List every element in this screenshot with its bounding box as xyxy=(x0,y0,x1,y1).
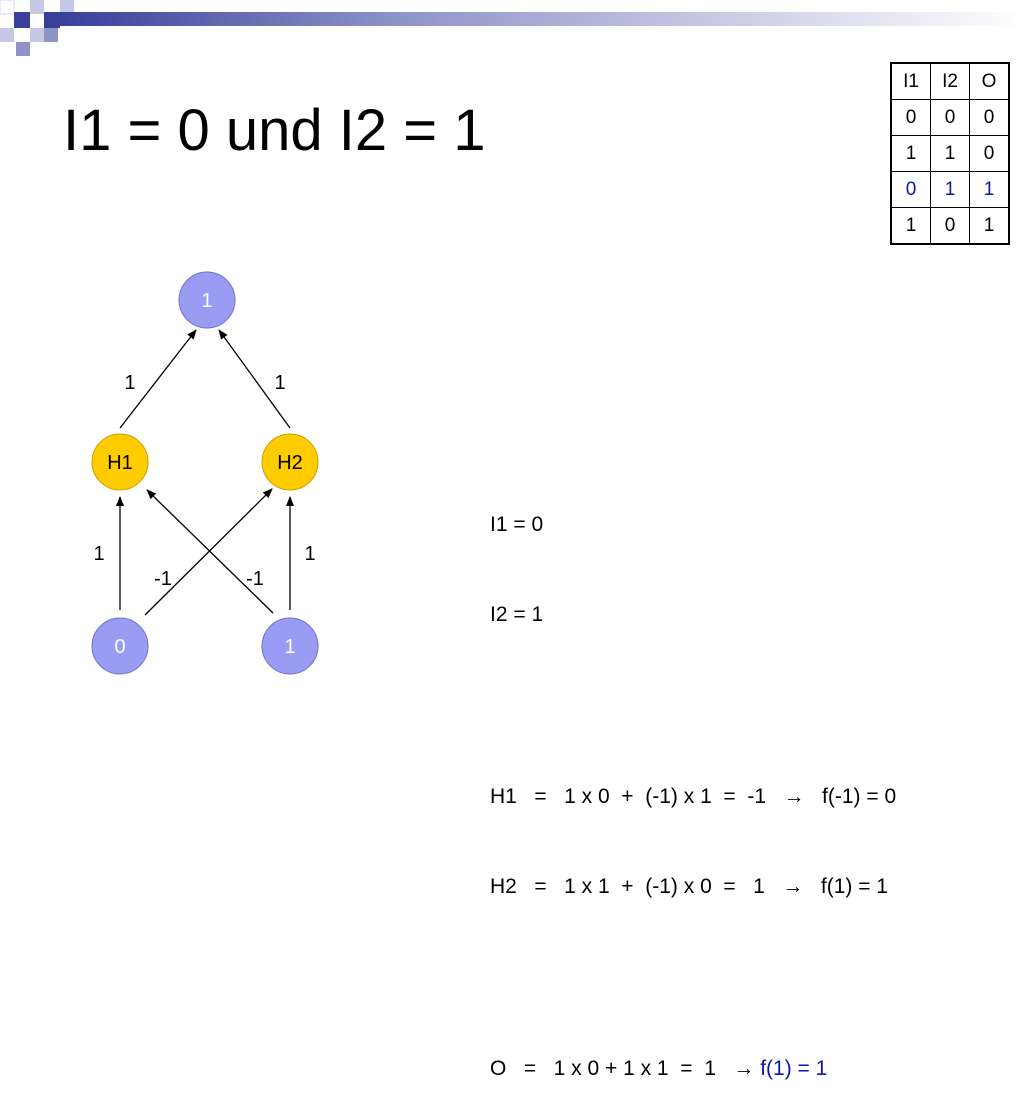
spacer xyxy=(490,690,896,722)
calc-i2-line: I2 = 1 xyxy=(490,603,544,626)
calc-h1-line: H1 = 1 x 0 + (-1) x 1 = -1 → f(-1) = 0 xyxy=(490,785,897,808)
truth-table-header: I2 xyxy=(930,62,970,100)
node-h2-label: H2 xyxy=(277,452,303,474)
calc-h2-line: H2 = 1 x 1 + (-1) x 0 = 1 → f(1) = 1 xyxy=(490,875,888,898)
edge-i1-h2 xyxy=(144,488,273,616)
weight-label-i2-h1: -1 xyxy=(154,568,172,590)
header-band xyxy=(60,12,1024,26)
deco-square xyxy=(0,0,15,15)
slide-title: I1 = 0 und I2 = 1 xyxy=(63,98,486,163)
truth-table-row: 0 0 0 xyxy=(890,99,1010,136)
edge-i2-h1 xyxy=(146,489,274,614)
deco-square xyxy=(14,12,30,28)
deco-square xyxy=(30,28,44,42)
node-h1 xyxy=(91,433,149,491)
truth-table-header-row: I1 I2 O xyxy=(890,62,1010,100)
node-i2 xyxy=(261,617,319,675)
node-i1 xyxy=(91,617,149,675)
deco-square xyxy=(0,28,14,42)
node-h2 xyxy=(261,433,319,491)
calc-output-result: f(1) = 1 xyxy=(760,1057,828,1080)
truth-table-cell: 1 xyxy=(890,207,931,245)
truth-table-cell: 0 xyxy=(930,99,970,136)
truth-table-cell: 0 xyxy=(969,135,1010,172)
truth-table-cell: 1 xyxy=(969,207,1010,245)
edge-h2-output xyxy=(218,329,291,429)
truth-table-cell: 1 xyxy=(930,171,970,208)
neural-network-diagram: 1 1 1 1 -1 -1 1 H1 H2 0 1 xyxy=(91,271,319,675)
calc-i1-line: I1 = 0 xyxy=(490,513,544,536)
node-output-label: 1 xyxy=(201,290,212,312)
node-i2-label: 1 xyxy=(284,636,295,658)
calc-output-expression: O = 1 x 0 + 1 x 1 = 1 → xyxy=(490,1057,761,1080)
truth-table-cell: 0 xyxy=(969,99,1010,136)
weight-label-i1-h1: 1 xyxy=(93,543,104,565)
truth-table-header: I1 xyxy=(890,62,931,100)
edge-h1-output xyxy=(119,329,197,429)
weight-label-h2-output: 1 xyxy=(274,372,285,394)
truth-table-header: O xyxy=(969,62,1010,100)
truth-table-row-highlighted: 0 1 1 xyxy=(890,171,1010,208)
truth-table: I1 I2 O 0 0 0 1 1 0 0 1 1 1 0 1 xyxy=(890,62,1010,245)
truth-table-row: 1 1 0 xyxy=(890,135,1010,172)
truth-table-cell: 1 xyxy=(890,135,931,172)
deco-square xyxy=(44,12,60,28)
calc-output-line: O = 1 x 0 + 1 x 1 = 1 → f(1) = 1 xyxy=(490,1054,896,1084)
truth-table-cell: 1 xyxy=(969,171,1010,208)
calculation-block: I1 = 0 I2 = 1 H1 = 1 x 0 + (-1) x 1 = -1… xyxy=(490,450,896,1114)
deco-square xyxy=(44,28,58,42)
deco-square xyxy=(30,0,44,14)
truth-table-row: 1 0 1 xyxy=(890,207,1010,245)
spacer xyxy=(490,962,896,994)
header-decoration xyxy=(0,0,1024,56)
weight-label-i2-h2: 1 xyxy=(304,543,315,565)
node-h1-label: H1 xyxy=(107,452,133,474)
weight-label-i1-h2: -1 xyxy=(246,568,264,590)
node-i1-label: 0 xyxy=(114,636,125,658)
weight-label-h1-output: 1 xyxy=(124,372,135,394)
node-output xyxy=(178,271,236,329)
deco-square xyxy=(16,42,30,56)
deco-square xyxy=(60,0,74,12)
truth-table-cell: 0 xyxy=(930,207,970,245)
